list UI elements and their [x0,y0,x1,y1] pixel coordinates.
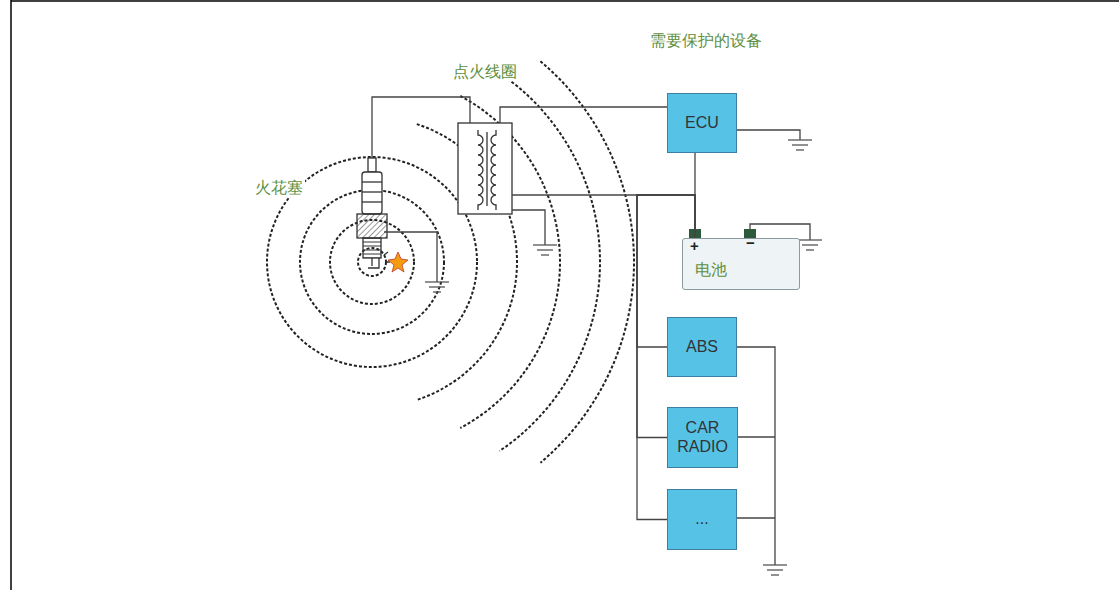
ignition-coil [478,130,483,210]
part-name: 火花塞 [253,178,305,197]
wiring [500,107,667,123]
device-box: ECU [667,93,737,153]
wiring [512,210,545,245]
spark-plug [368,258,379,268]
wiring [737,517,775,518]
ignition-coil [491,130,496,210]
wiring [384,232,437,282]
spark-plug [371,258,372,266]
device-box: ABS [667,317,737,377]
wiring [737,130,800,140]
wiring [512,194,637,195]
ground-symbols [425,140,822,575]
part-name: 点火线圈 [451,62,519,81]
spark-plug [362,172,382,214]
ground-symbol [533,244,557,245]
ground-symbol [429,286,445,287]
spark-plug [362,181,382,182]
ground-symbol [788,139,812,140]
node-text: 电池 [695,261,727,279]
node-text: ABS [686,338,718,356]
terminal-sign: − [744,234,757,252]
wave-ring [540,61,634,462]
ground-symbol [541,254,549,255]
spark-plug [362,201,382,202]
node-text: ... [695,510,708,528]
wiring [372,97,810,565]
frame-border [11,0,1119,2]
ignition-coil [458,123,512,214]
ground-symbol [537,249,553,250]
ground-symbol [767,569,783,570]
device-box: ... [667,489,737,550]
frame-border [11,0,1119,590]
ground-symbol [798,239,822,240]
ground-symbol [806,249,814,250]
ignition-coil [458,123,512,214]
interference-waves [267,61,634,462]
node-text: CAR RADIO [672,419,733,456]
ground-symbol [763,564,787,565]
wiring [372,97,470,158]
ground-symbol [425,281,449,282]
group-title: 需要保护的设备 [648,31,764,50]
ground-symbol [802,244,818,245]
wiring [737,436,775,437]
ground-symbol [433,291,441,292]
spark-plug [357,158,408,272]
spark-plug [362,191,382,192]
spark-plug [388,252,408,272]
battery-box: 电池 [682,238,800,290]
ground-symbol [796,149,804,150]
wave-ring [499,73,600,451]
ground-symbol [792,144,808,145]
spark-plug [368,158,376,172]
ground-symbol [771,574,779,575]
wiring [737,347,775,565]
ignition-coil [486,132,487,206]
terminal-sign: + [688,237,701,255]
node-text: ECU [685,114,719,132]
frame-border [10,0,12,590]
device-box: CAR RADIO [667,407,738,468]
spark-plug [357,214,387,238]
battery-terminals [689,229,756,238]
spark-plug [363,238,381,258]
